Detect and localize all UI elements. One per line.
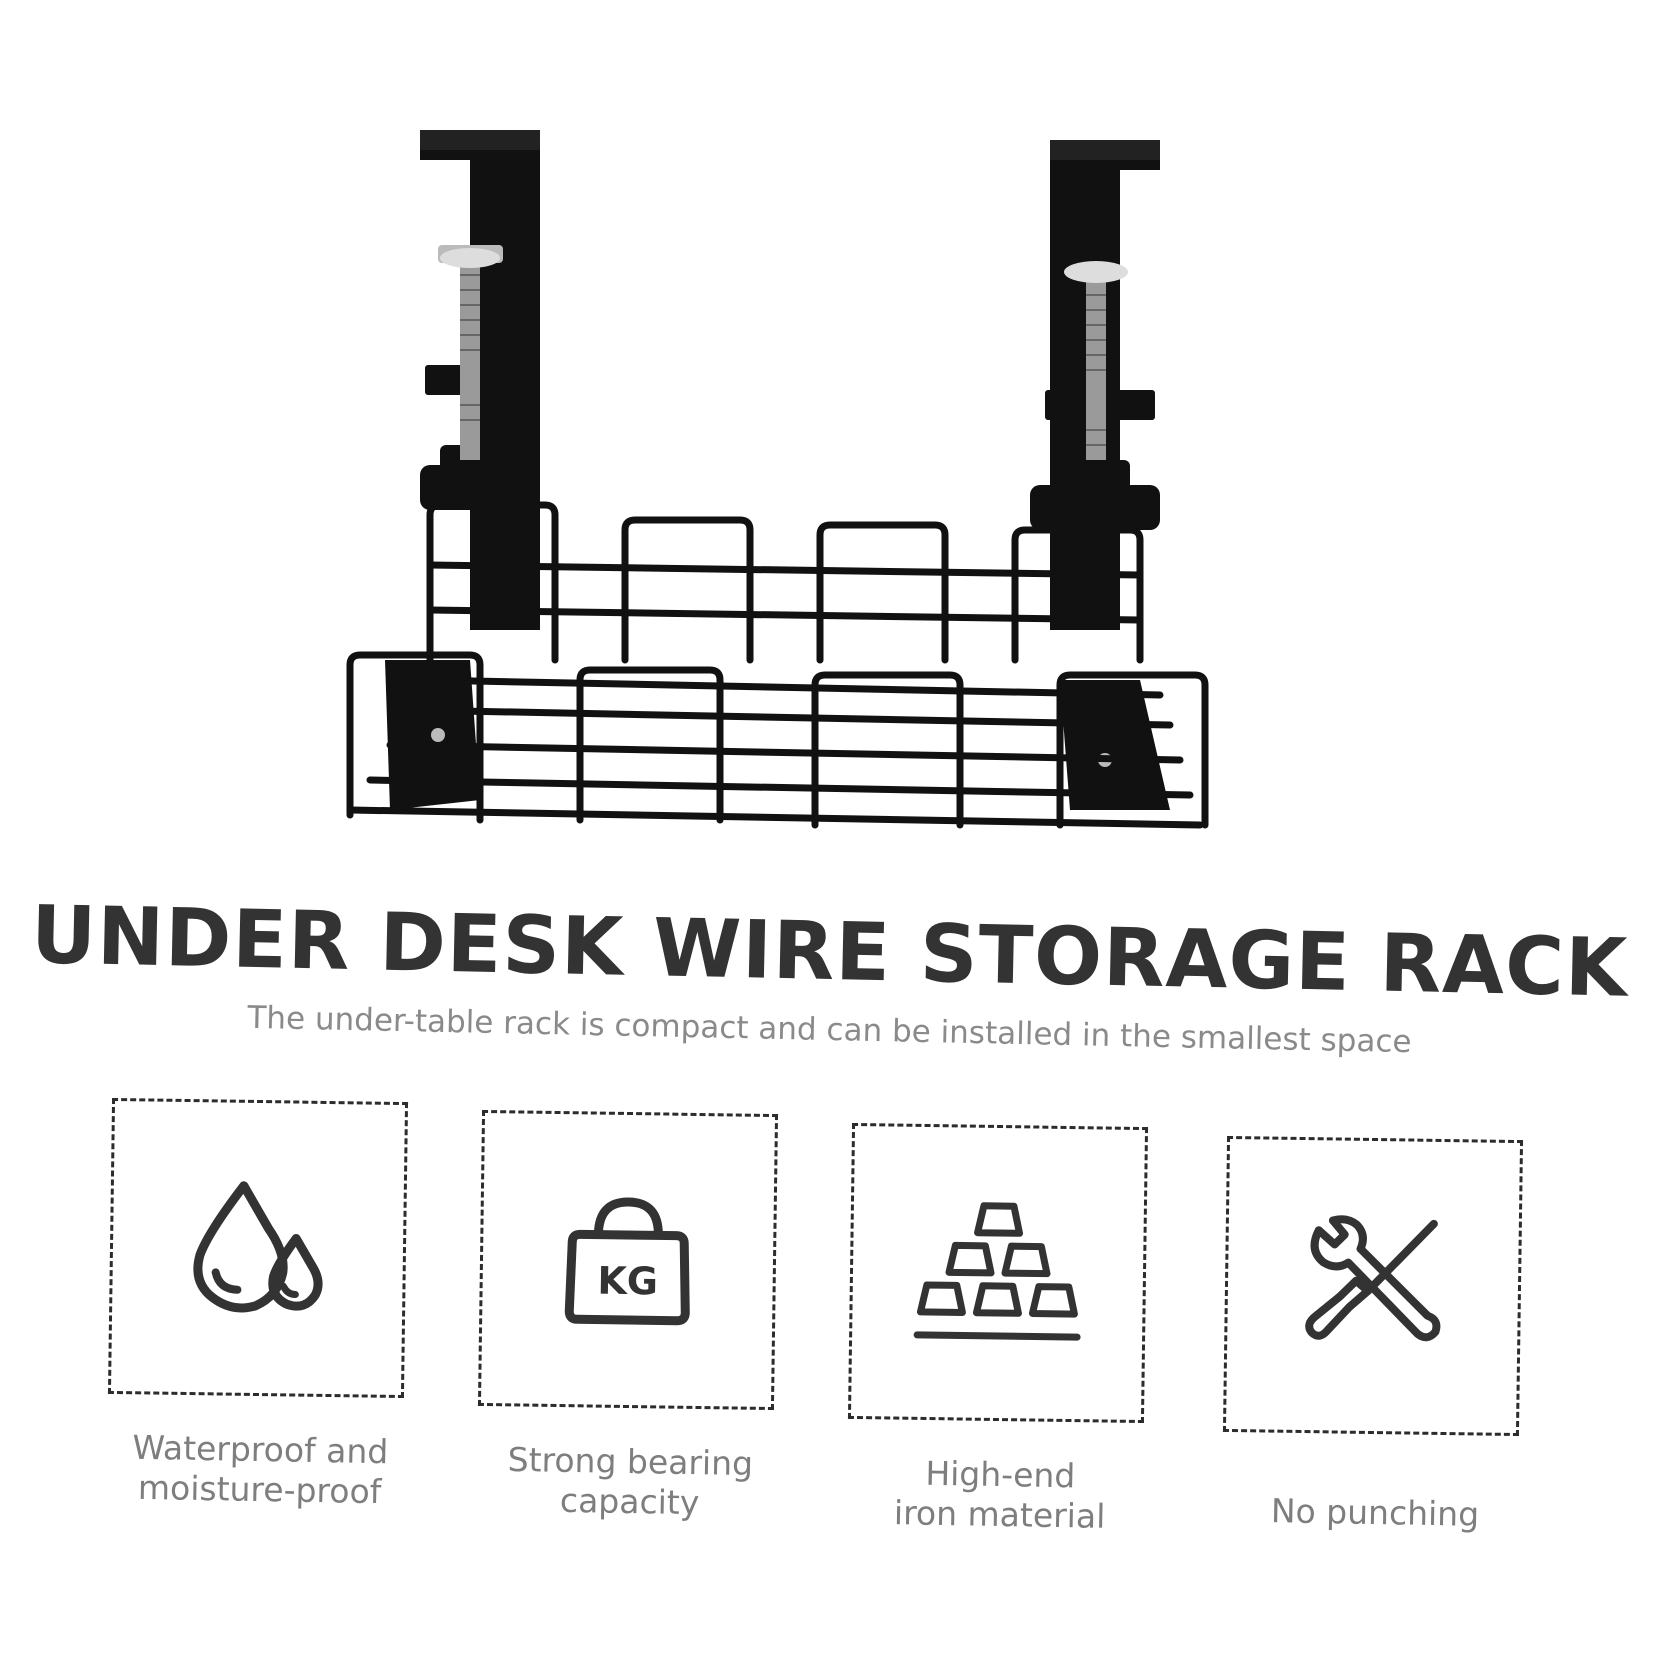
feature-iron-material: High-end iron material (840, 1122, 1180, 1645)
feature-waterproof: Waterproof and moisture-proof (100, 1097, 440, 1620)
water-drops-icon (193, 1181, 323, 1313)
feature-card (107, 1097, 409, 1399)
feature-card (1222, 1135, 1524, 1437)
right-clamp (1030, 140, 1170, 810)
page-title: UNDER DESK WIRE STORAGE RACK (30, 888, 1629, 1015)
feature-no-punching: No punching (1215, 1135, 1555, 1658)
wire-rack-illustration (346, 130, 1209, 829)
feature-label: High-end iron material (893, 1453, 1106, 1536)
product-image (330, 120, 1290, 900)
feature-label: No punching (1270, 1491, 1480, 1534)
feature-label: Waterproof and moisture-proof (132, 1427, 389, 1512)
iron-bars-icon (913, 1202, 1081, 1341)
feature-strong-bearing: KG Strong bearing capacity (470, 1109, 810, 1632)
feature-label: Strong bearing capacity (507, 1439, 754, 1523)
feature-card: KG (477, 1109, 779, 1411)
wire-basket (346, 501, 1209, 829)
svg-text:KG: KG (597, 1259, 658, 1304)
kg-weight-icon: KG (564, 1197, 690, 1326)
feature-card (847, 1122, 1149, 1424)
wrench-screwdriver-icon (1305, 1215, 1441, 1342)
